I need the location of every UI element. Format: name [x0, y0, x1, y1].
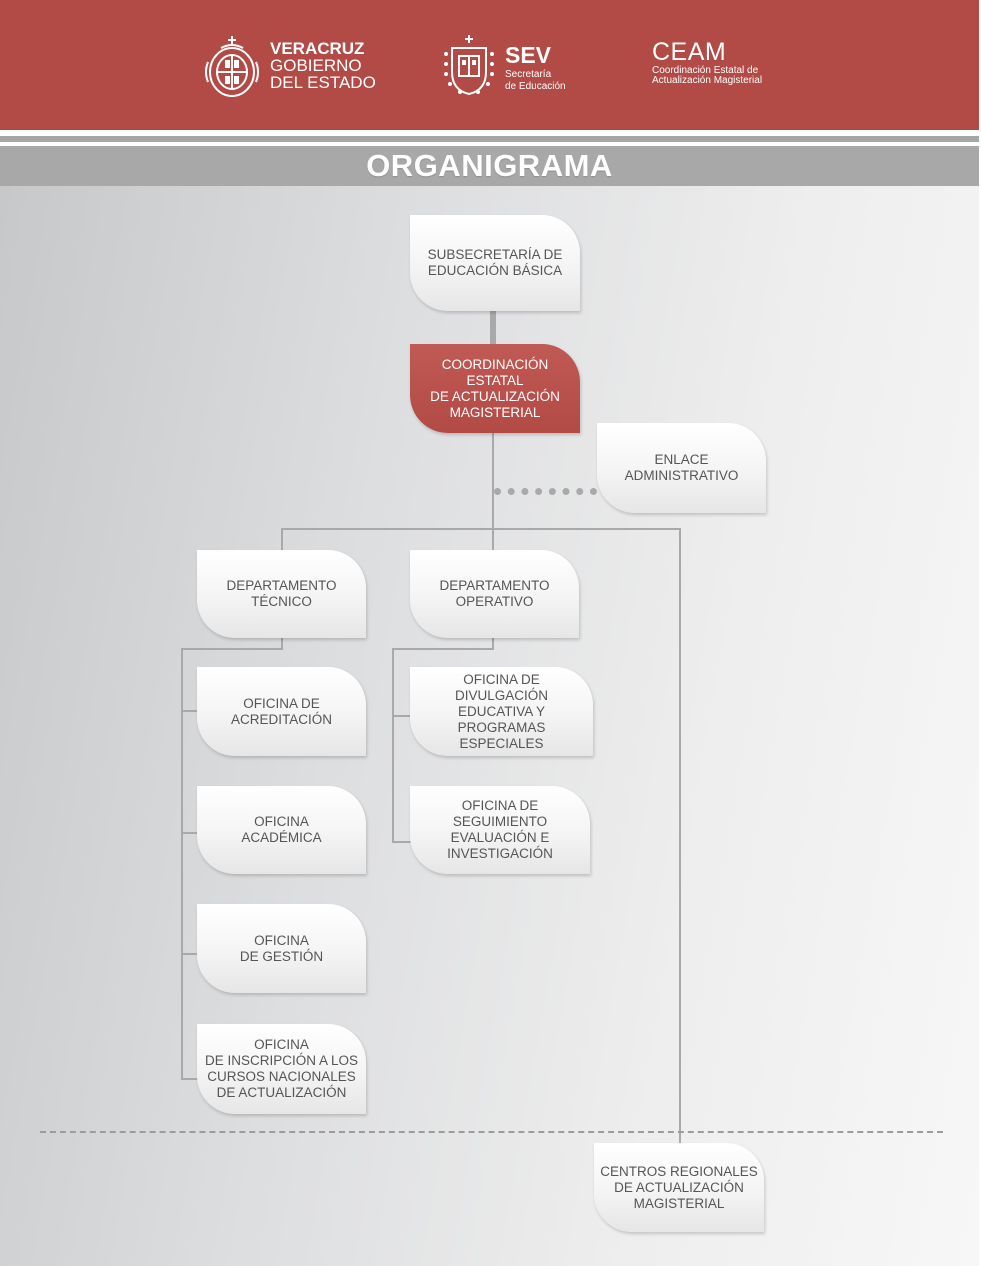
divider-white-2 — [0, 142, 981, 146]
connector-divulgacion — [392, 715, 412, 717]
box-oficina-gestion: OFICINA DE GESTIÓN — [197, 904, 366, 993]
divider-white — [0, 130, 981, 136]
box-oficina-acreditacion: OFICINA DE ACREDITACIÓN — [197, 667, 366, 756]
box-centros-regionales: CENTROS REGIONALES DE ACTUALIZACIÓN MAGI… — [594, 1143, 764, 1232]
box-depto-operativo: DEPARTAMENTO OPERATIVO — [410, 550, 579, 638]
connector-to-depto-tecnico — [281, 528, 283, 550]
box-depto-tecnico: DEPARTAMENTO TÉCNICO — [197, 550, 366, 638]
divider-grey — [0, 136, 979, 142]
connector-acreditacion — [181, 710, 199, 712]
veracruz-coat-of-arms-icon — [205, 36, 259, 97]
box-coordinacion: COORDINACIÓN ESTATAL DE ACTUALIZACIÓN MA… — [410, 344, 580, 433]
box-oficina-academica: OFICINA ACADÉMICA — [197, 786, 366, 874]
page-title: ORGANIGRAMA — [0, 146, 979, 186]
connector-tecnico-horizontal — [181, 648, 283, 650]
de-educacion-text: de Educación — [505, 81, 566, 92]
connector-to-centros-regionales — [679, 528, 681, 1145]
ceam-line2: Actualización Magisterial — [652, 75, 763, 86]
del-estado-text: DEL ESTADO — [270, 73, 376, 92]
ceam-acronym: CEAM — [652, 38, 727, 66]
connector-tecnico-down — [281, 638, 283, 650]
box-oficina-inscripcion: OFICINA DE INSCRIPCIÓN A LOS CURSOS NACI… — [197, 1024, 366, 1114]
gobierno-text: GOBIERNO — [270, 56, 362, 75]
connector-enlace-dotted — [494, 488, 597, 495]
box-subsecretaria: SUBSECRETARÍA DE EDUCACIÓN BÁSICA — [410, 215, 580, 311]
ceam-line1: Coordinación Estatal de — [652, 65, 759, 76]
connector-subsecretaria-coordinacion — [490, 311, 496, 344]
connector-operativo-down — [492, 638, 494, 650]
box-oficina-divulgacion: OFICINA DE DIVULGACIÓN EDUCATIVA Y PROGR… — [410, 667, 593, 756]
secretaria-text: Secretaría — [505, 69, 552, 80]
dashed-separator — [40, 1131, 943, 1133]
connector-inscripcion — [181, 1078, 199, 1080]
veracruz-text: VERACRUZ — [270, 39, 365, 58]
box-enlace-administrativo: ENLACE ADMINISTRATIVO — [597, 423, 766, 513]
connector-operativo-vertical — [392, 648, 394, 843]
connector-operativo-horizontal — [392, 648, 494, 650]
header-banner: VERACRUZ GOBIERNO DEL ESTADO SEV Secreta… — [0, 0, 979, 130]
connector-horizontal-branch — [281, 528, 681, 530]
box-oficina-seguimiento: OFICINA DE SEGUIMIENTO EVALUACIÓN E INVE… — [410, 786, 590, 874]
connector-coordinacion-trunk — [492, 433, 494, 550]
sev-shield-icon — [444, 35, 494, 96]
connector-tecnico-vertical — [181, 648, 183, 1080]
connector-academica — [181, 832, 199, 834]
sev-acronym: SEV — [505, 42, 552, 68]
connector-gestion — [181, 953, 199, 955]
connector-seguimiento — [392, 841, 412, 843]
